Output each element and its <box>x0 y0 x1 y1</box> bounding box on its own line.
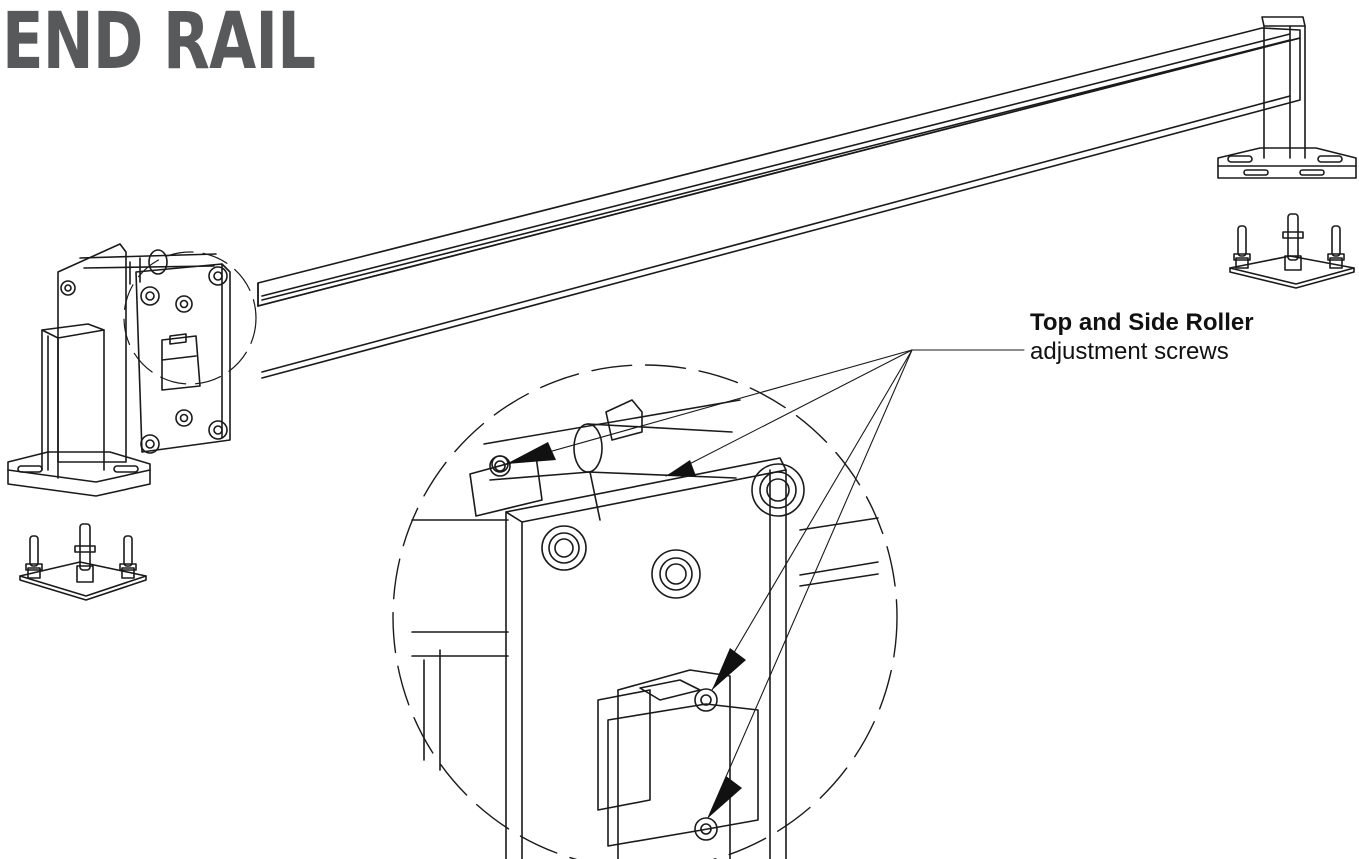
callout-subtitle: adjustment screws <box>1030 338 1229 365</box>
left-end-assembly <box>7 243 257 497</box>
page-title: END RAIL <box>2 0 316 87</box>
right-post <box>1217 16 1357 179</box>
zoom-detail <box>392 364 898 859</box>
rail-beam <box>257 27 1301 379</box>
right-bolt-kit <box>1229 213 1355 289</box>
callout-label: Top and Side Roller adjustment screws <box>1030 309 1254 367</box>
callout-title: Top and Side Roller <box>1030 309 1254 336</box>
callout-arrowheads <box>506 442 746 818</box>
left-bolt-kit <box>19 523 147 601</box>
callout-leaders <box>505 349 1025 819</box>
